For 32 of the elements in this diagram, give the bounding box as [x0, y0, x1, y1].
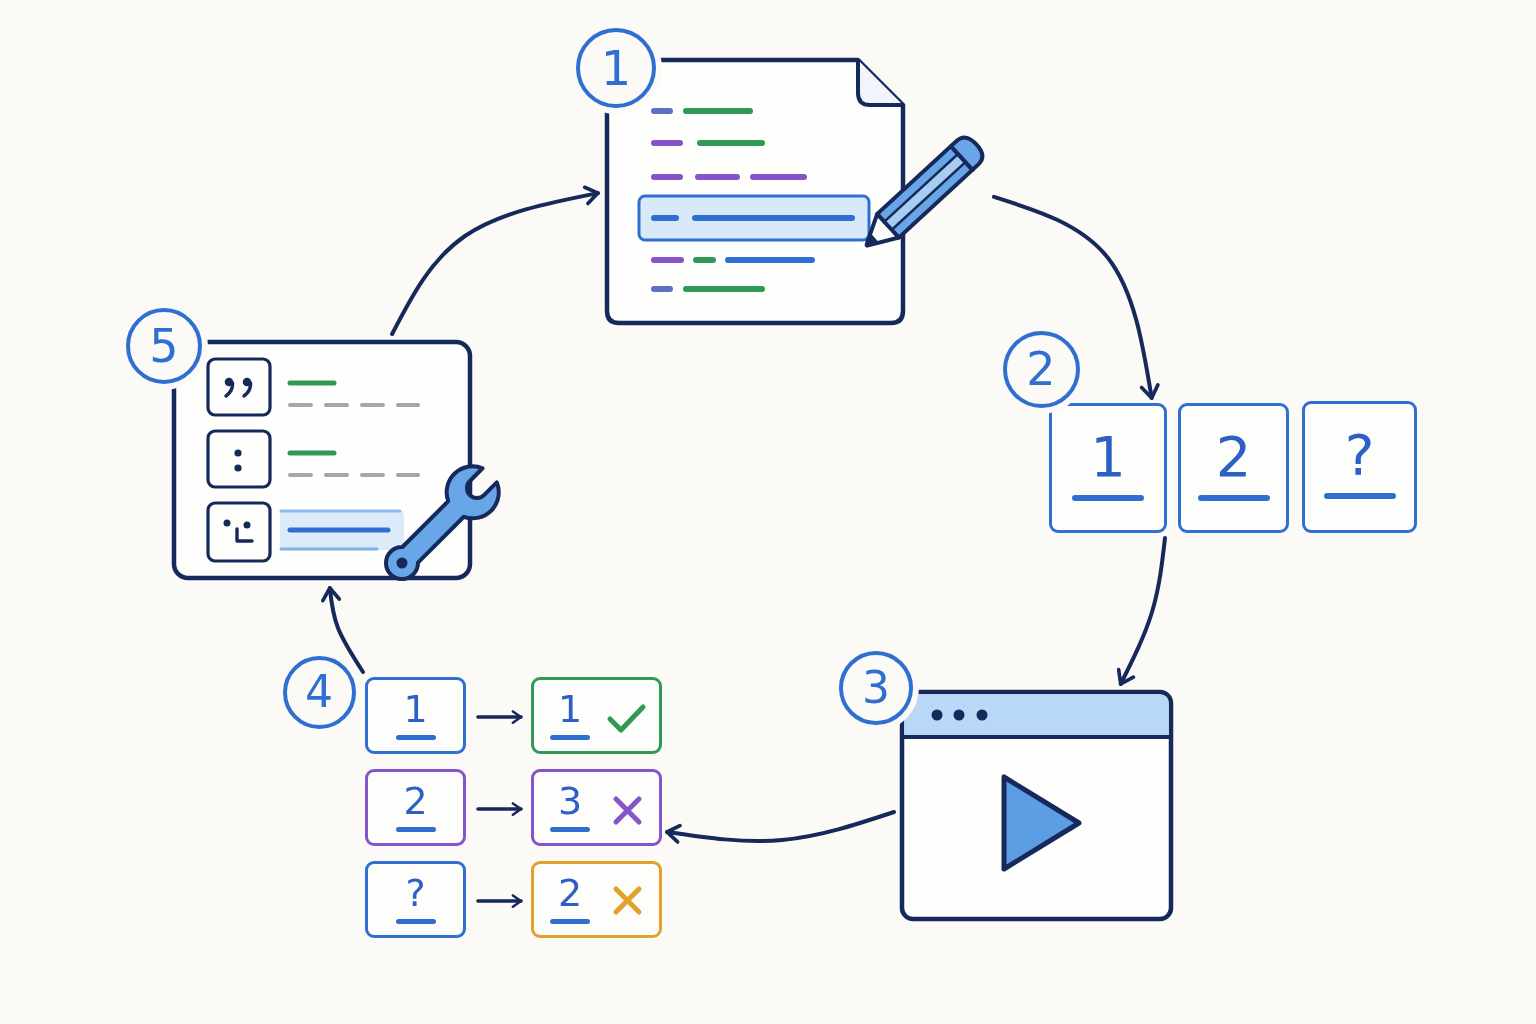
step-number: 5 [149, 323, 179, 369]
card-value: 1 [1090, 428, 1126, 485]
answer-card [1178, 403, 1289, 533]
answer-card [531, 861, 662, 938]
answer-card [1049, 403, 1167, 533]
step-number: 4 [305, 670, 333, 714]
card-value: 1 [557, 689, 583, 728]
card-value: 1 [403, 689, 428, 728]
arrow [476, 894, 523, 908]
answer-card [365, 769, 466, 846]
arrow [476, 802, 523, 816]
card-value: 3 [557, 781, 583, 820]
answer-card [1302, 401, 1417, 533]
card-value: ? [1344, 426, 1375, 483]
step-number: 3 [862, 666, 890, 710]
card-value: 2 [403, 781, 428, 820]
card-value: ? [405, 873, 426, 912]
arrow [665, 810, 896, 844]
step-number: 2 [1026, 346, 1056, 392]
answer-card [531, 677, 662, 754]
arrow [321, 586, 365, 674]
step-number: 1 [600, 44, 632, 92]
video-player-window-illustration [898, 688, 1175, 922]
arrow [1116, 536, 1167, 686]
answer-card [365, 861, 466, 938]
arrow [992, 194, 1160, 400]
answer-card [531, 769, 662, 846]
card-value: 2 [557, 873, 583, 912]
answer-card [365, 677, 466, 754]
card-value: 2 [1215, 428, 1252, 485]
arrow [476, 710, 523, 724]
arrow [390, 185, 600, 336]
